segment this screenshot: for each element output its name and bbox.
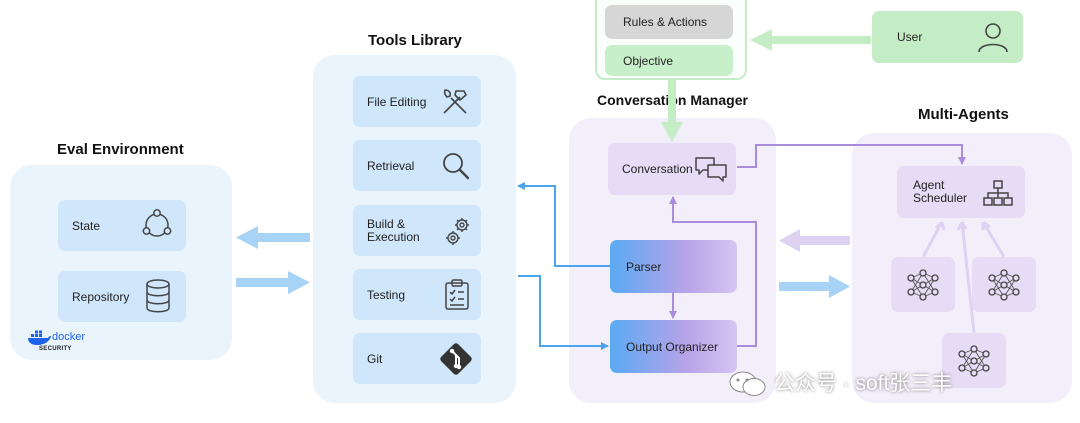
- build-label-line1: Build &: [367, 216, 406, 231]
- eval-environment-panel: [10, 165, 232, 360]
- docker-name: docker: [52, 331, 86, 343]
- cycle-icon: [142, 209, 172, 237]
- hierarchy-icon: [983, 180, 1013, 206]
- user-icon: [978, 23, 1008, 53]
- gears-icon: [446, 218, 469, 245]
- neural-network-icon: [988, 269, 1020, 301]
- repository-label: Repository: [72, 289, 130, 304]
- objective-box: Objective: [605, 45, 733, 76]
- user-to-prompt-arrow: [750, 29, 871, 51]
- git-icon: [440, 343, 472, 375]
- database-icon: [146, 279, 170, 313]
- testing-label: Testing: [367, 287, 406, 302]
- objective-label: Objective: [623, 53, 674, 68]
- file-editing-box: File Editing: [353, 76, 481, 127]
- parser-box: Parser: [610, 240, 737, 293]
- rules-actions-label: Rules & Actions: [623, 15, 708, 29]
- neural-network-icon: [907, 269, 939, 301]
- output-organizer-box: Output Organizer: [610, 320, 737, 373]
- agent-scheduler-box: Agent Scheduler: [897, 166, 1025, 218]
- repository-box: Repository: [58, 271, 186, 322]
- eval-to-tools-arrow: [236, 271, 310, 294]
- testing-box: Testing: [353, 269, 481, 320]
- retrieval-label: Retrieval: [367, 158, 415, 173]
- file-editing-label: File Editing: [367, 94, 427, 109]
- conversation-to-scheduler-wire: [737, 144, 966, 168]
- output-to-conversation-wire: [669, 196, 757, 347]
- tools-library-title: Tools Library: [368, 32, 462, 49]
- conversation-label: Conversation: [622, 162, 693, 176]
- rules-actions-box: Rules & Actions: [605, 5, 733, 39]
- retrieval-box: Retrieval: [353, 140, 481, 191]
- manager-to-agents-arrow: [779, 275, 850, 298]
- wechat-icon: [729, 371, 766, 397]
- user-box: User: [872, 11, 1023, 63]
- multi-agents-title: Multi-Agents: [918, 106, 1009, 123]
- docker-whale-icon: [28, 330, 51, 345]
- watermark: 公众号 · soft张三丰: [728, 367, 952, 398]
- tools-to-eval-arrow: [236, 226, 310, 249]
- eval-environment-title: Eval Environment: [57, 141, 184, 158]
- scheduler-label-line2: Scheduler: [913, 191, 968, 205]
- chat-bubbles-icon: [695, 157, 727, 182]
- search-icon: [443, 153, 470, 180]
- build-execution-box: Build & Execution: [353, 205, 481, 256]
- parser-to-tools-wire: [517, 182, 610, 267]
- state-label: State: [72, 218, 101, 233]
- output-organizer-label: Output Organizer: [626, 339, 719, 354]
- state-box: State: [58, 200, 186, 251]
- prompt-to-conversation-arrow: [661, 80, 683, 142]
- docker-sub: SECURITY: [39, 346, 72, 352]
- hammer-wrench-icon: [443, 89, 467, 114]
- user-label: User: [897, 30, 923, 44]
- agents-to-scheduler-lines: [921, 220, 1006, 334]
- tools-to-output-wire: [518, 275, 609, 350]
- scheduler-label-line1: Agent: [913, 178, 945, 192]
- neural-network-icon: [958, 345, 990, 377]
- agents-to-manager-arrow: [779, 229, 850, 252]
- clipboard-checklist-icon: [445, 279, 469, 310]
- build-label-line2: Execution: [367, 229, 420, 244]
- watermark-text: 公众号 · soft张三丰: [773, 372, 953, 395]
- parser-label: Parser: [626, 259, 662, 274]
- git-label: Git: [367, 351, 383, 366]
